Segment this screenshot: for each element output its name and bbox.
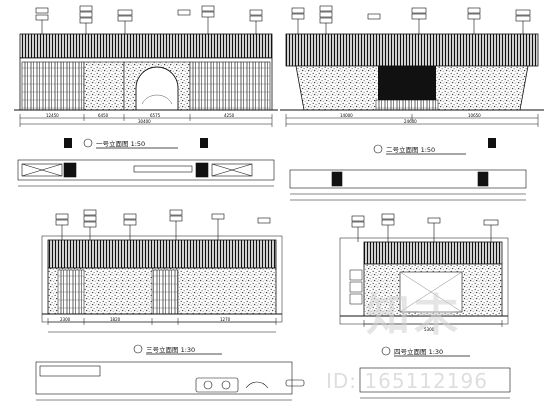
dark-opening: [378, 66, 436, 100]
elevation-view-2: 14000 10650 24600 二号立面图 1:50: [280, 5, 544, 201]
elevation-view-3: 2300 1820 1270 三号立面图 1:30: [35, 209, 305, 401]
door-panel-mid: [151, 269, 179, 315]
dimension-v2-b: 10650: [468, 113, 481, 118]
dimension-v3-b: 1820: [110, 317, 121, 322]
dimension-v1-b: 6450: [98, 113, 109, 118]
door-panel-left: [57, 269, 85, 315]
dimension-v3-c: 1270: [220, 317, 231, 322]
watermark-logo-text: 知末: [366, 290, 462, 341]
material-callouts: [35, 5, 263, 34]
dimension-v3-a: 2300: [60, 317, 71, 322]
hatched-ceiling-band: [47, 239, 277, 269]
material-callouts: [351, 213, 499, 242]
dimension-v1-c: 6575: [150, 113, 161, 118]
dimension-v2-total: 24600: [404, 119, 417, 124]
view-caption-3: 三号立面图 1:30: [146, 345, 195, 354]
dimension-line-v4: [363, 320, 503, 327]
dimension-line-v1: [19, 114, 273, 127]
elevation-view-1: 12450 6450 6575 4250 30400 一号立面图 1:50: [14, 5, 278, 187]
view-caption-2: 二号立面图 1:50: [386, 145, 435, 154]
dimension-line-v3: [47, 318, 277, 333]
material-callouts: [55, 209, 271, 240]
hatched-ceiling-band: [363, 241, 503, 265]
plan-strip-1: [17, 159, 275, 187]
left-door-panels: [21, 61, 85, 111]
moon-gate-arch: [135, 66, 179, 111]
elevation-view-4: 5300 四号立面图 1:30: [339, 213, 511, 399]
dimension-v1-d: 4250: [224, 113, 235, 118]
dimension-v1-a: 12450: [46, 113, 59, 118]
dimension-v2-a: 14000: [340, 113, 353, 118]
hatched-ceiling-band: [19, 33, 273, 59]
dimension-v1-total: 30400: [138, 119, 151, 124]
stone-wall-left: [83, 61, 125, 111]
watermark-id: ID: 165112196: [326, 369, 488, 393]
right-door-panels: [189, 61, 271, 111]
hatched-ceiling-band: [285, 33, 539, 67]
dimension-line-v2: [285, 114, 539, 127]
plan-strip-3: [35, 361, 305, 401]
shelf-panels: [349, 269, 363, 305]
plan-strip-4: [359, 367, 511, 399]
view-caption-4: 四号立面图 1:30: [394, 347, 443, 356]
material-callouts: [291, 5, 531, 34]
plan-strip-2: [289, 169, 527, 201]
dimension-v4-total: 5300: [424, 327, 435, 332]
view-caption-1: 一号立面图 1:50: [96, 139, 145, 148]
